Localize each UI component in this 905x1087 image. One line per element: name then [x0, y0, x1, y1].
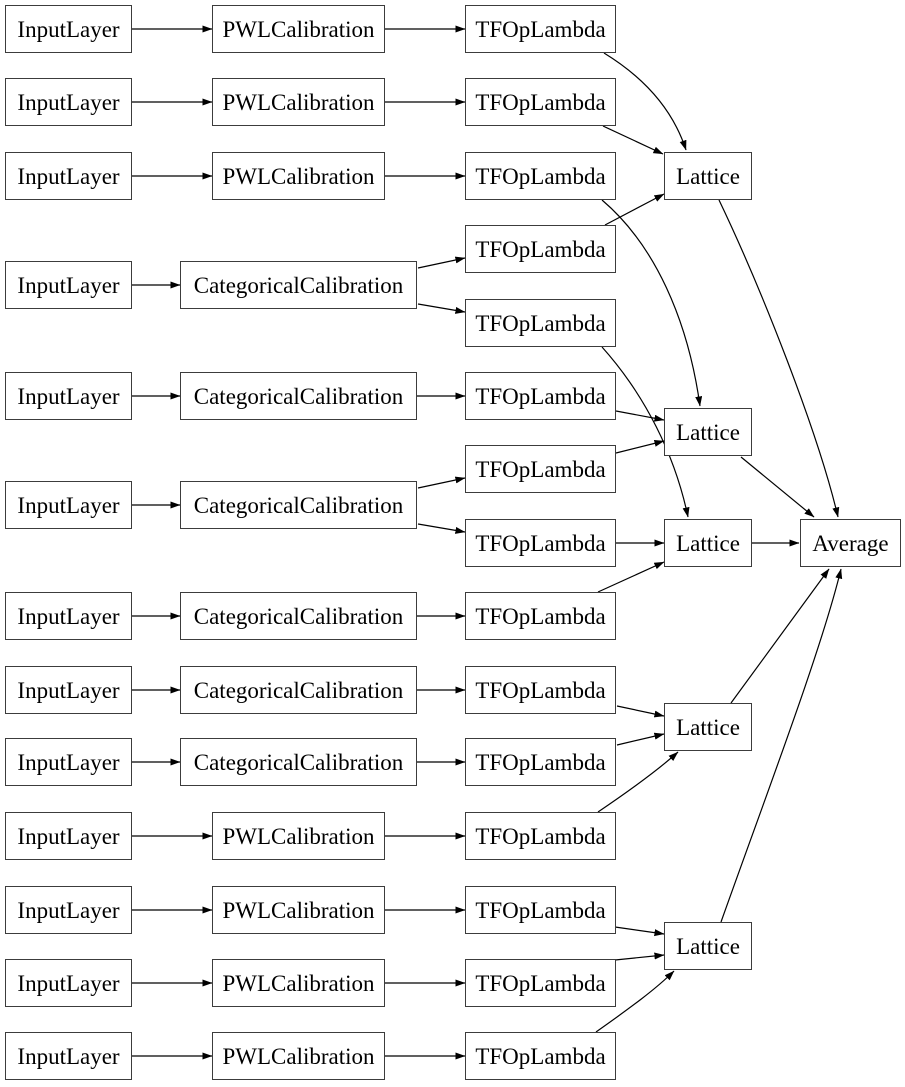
- edge-cat3-to-tf7: [417, 476, 466, 489]
- node-tf1-tfoplambda: TFOpLambda: [465, 5, 616, 53]
- node-il8-inputlayer: InputLayer: [5, 666, 132, 714]
- edge-tf3-to-lat2: [601, 199, 703, 407]
- node-cat6-categoricalcalibration: CategoricalCalibration: [180, 738, 417, 786]
- edge-tf13-to-lat5: [614, 926, 665, 937]
- edge-tf12-to-lat4: [597, 751, 679, 813]
- node-lat2-lattice: Lattice: [664, 408, 752, 456]
- node-il12-inputlayer: InputLayer: [5, 959, 132, 1007]
- node-tf9-tfoplambda: TFOpLambda: [465, 592, 616, 640]
- node-tf8-tfoplambda: TFOpLambda: [465, 519, 616, 567]
- edge-lat4-to-avg: [730, 568, 830, 704]
- node-lat3-lattice: Lattice: [664, 519, 752, 567]
- edge-tf14-to-lat5: [614, 952, 665, 961]
- node-il1-inputlayer: InputLayer: [5, 5, 132, 53]
- edge-tf4-to-lat1: [604, 193, 665, 226]
- edge-tf9-to-lat3: [597, 561, 665, 593]
- node-lat5-lattice: Lattice: [664, 922, 752, 970]
- node-il13-inputlayer: InputLayer: [5, 1032, 132, 1080]
- node-il6-inputlayer: InputLayer: [5, 481, 132, 529]
- node-tf2-tfoplambda: TFOpLambda: [465, 78, 616, 126]
- node-il7-inputlayer: InputLayer: [5, 592, 132, 640]
- node-avg-average: Average: [800, 519, 901, 567]
- node-lat1-lattice: Lattice: [664, 152, 752, 200]
- node-tf10-tfoplambda: TFOpLambda: [465, 666, 616, 714]
- edge-lat5-to-avg: [720, 568, 843, 923]
- node-tf4-tfoplambda: TFOpLambda: [465, 225, 616, 273]
- edge-tf2-to-lat1: [602, 125, 664, 155]
- node-pwl5-pwlcalibration: PWLCalibration: [212, 886, 385, 934]
- node-pwl1-pwlcalibration: PWLCalibration: [212, 5, 385, 53]
- node-il5-inputlayer: InputLayer: [5, 372, 132, 420]
- node-cat4-categoricalcalibration: CategoricalCalibration: [180, 592, 417, 640]
- node-pwl2-pwlcalibration: PWLCalibration: [212, 78, 385, 126]
- node-il10-inputlayer: InputLayer: [5, 812, 132, 860]
- edge-cat3-to-tf8: [417, 523, 466, 534]
- edge-tf15-to-lat5: [595, 970, 675, 1033]
- edge-lat1-to-avg: [718, 199, 840, 518]
- node-tf6-tfoplambda: TFOpLambda: [465, 372, 616, 420]
- edge-lat2-to-avg: [740, 456, 815, 518]
- node-pwl6-pwlcalibration: PWLCalibration: [212, 959, 385, 1007]
- node-il2-inputlayer: InputLayer: [5, 78, 132, 126]
- node-cat2-categoricalcalibration: CategoricalCalibration: [180, 372, 417, 420]
- edge-cat1-to-tf4: [417, 256, 466, 269]
- node-cat3-categoricalcalibration: CategoricalCalibration: [180, 481, 417, 529]
- edge-tf10-to-lat4: [616, 705, 665, 718]
- node-pwl4-pwlcalibration: PWLCalibration: [212, 812, 385, 860]
- node-tf11-tfoplambda: TFOpLambda: [465, 738, 616, 786]
- node-tf12-tfoplambda: TFOpLambda: [465, 812, 616, 860]
- node-tf15-tfoplambda: TFOpLambda: [465, 1032, 616, 1080]
- edge-tf1-to-lat1: [603, 52, 687, 151]
- node-pwl7-pwlcalibration: PWLCalibration: [212, 1032, 385, 1080]
- node-lat4-lattice: Lattice: [664, 703, 752, 751]
- node-cat1-categoricalcalibration: CategoricalCalibration: [180, 261, 417, 309]
- node-il11-inputlayer: InputLayer: [5, 886, 132, 934]
- node-pwl3-pwlcalibration: PWLCalibration: [212, 152, 385, 200]
- node-il4-inputlayer: InputLayer: [5, 261, 132, 309]
- node-il3-inputlayer: InputLayer: [5, 152, 132, 200]
- edge-tf11-to-lat4: [616, 732, 665, 746]
- node-il9-inputlayer: InputLayer: [5, 738, 132, 786]
- edge-cat1-to-tf5: [417, 303, 466, 314]
- node-tf13-tfoplambda: TFOpLambda: [465, 886, 616, 934]
- edge-tf6-to-lat2: [615, 410, 665, 422]
- node-tf3-tfoplambda: TFOpLambda: [465, 152, 616, 200]
- node-cat5-categoricalcalibration: CategoricalCalibration: [180, 666, 417, 714]
- node-tf14-tfoplambda: TFOpLambda: [465, 959, 616, 1007]
- edge-tf7-to-lat2: [615, 439, 665, 454]
- edge-tf5-to-lat3: [601, 346, 690, 518]
- node-tf5-tfoplambda: TFOpLambda: [465, 299, 616, 347]
- node-tf7-tfoplambda: TFOpLambda: [465, 445, 616, 493]
